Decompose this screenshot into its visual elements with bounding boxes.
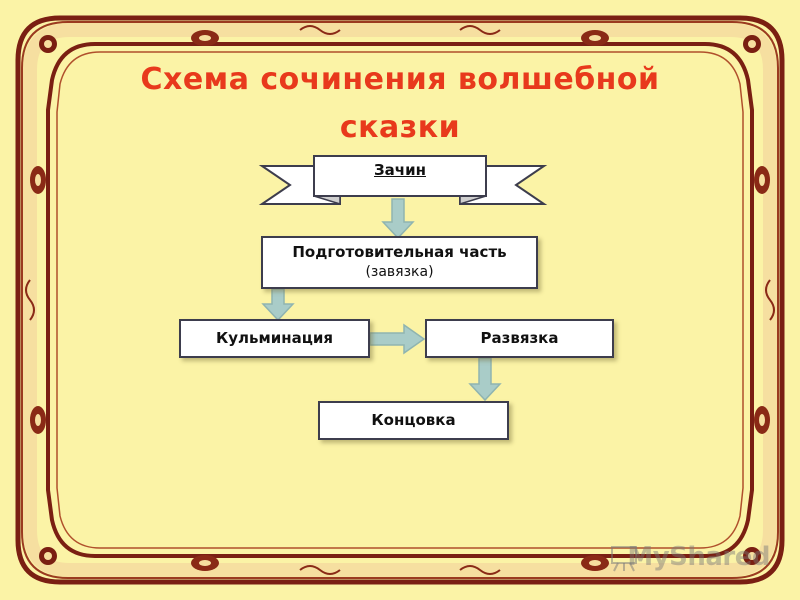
arrow-right-icon: [369, 323, 426, 355]
frame-band-edge-outer: [21, 21, 779, 579]
ornament-side-icon: [30, 30, 770, 571]
denouement-box: Развязка: [425, 319, 614, 358]
ornament-scroll-icon: [25, 25, 775, 575]
denouement-label: Развязка: [480, 329, 559, 347]
climax-box: Кульминация: [179, 319, 370, 358]
arrow-down-icon: [381, 198, 415, 240]
frame-band: [23, 23, 777, 577]
start-label: Зачин: [374, 161, 426, 179]
start-banner: [258, 155, 548, 206]
arrow-down-icon: [468, 357, 502, 402]
page-title-line-2: сказки: [339, 110, 461, 145]
ending-label: Концовка: [371, 411, 456, 429]
preparation-sublabel: (завязка): [365, 264, 434, 280]
watermark-text: MyShared: [627, 542, 770, 572]
page-title-line-1: Схема сочинения волшебной: [140, 62, 660, 97]
frame-inner-border: [46, 42, 754, 558]
frame-outer-border: [15, 15, 785, 585]
frame-inner-thin: [56, 51, 744, 549]
ending-box: Концовка: [318, 401, 509, 440]
preparation-label: Подготовительная часть: [292, 243, 507, 261]
arrow-down-icon: [261, 288, 295, 322]
banner-center: [313, 155, 487, 197]
preparation-box: Подготовительная часть (завязка): [261, 236, 538, 289]
climax-label: Кульминация: [215, 329, 334, 347]
watermark-logo-icon: [611, 546, 637, 572]
ornament-corner-icon: [39, 35, 761, 565]
